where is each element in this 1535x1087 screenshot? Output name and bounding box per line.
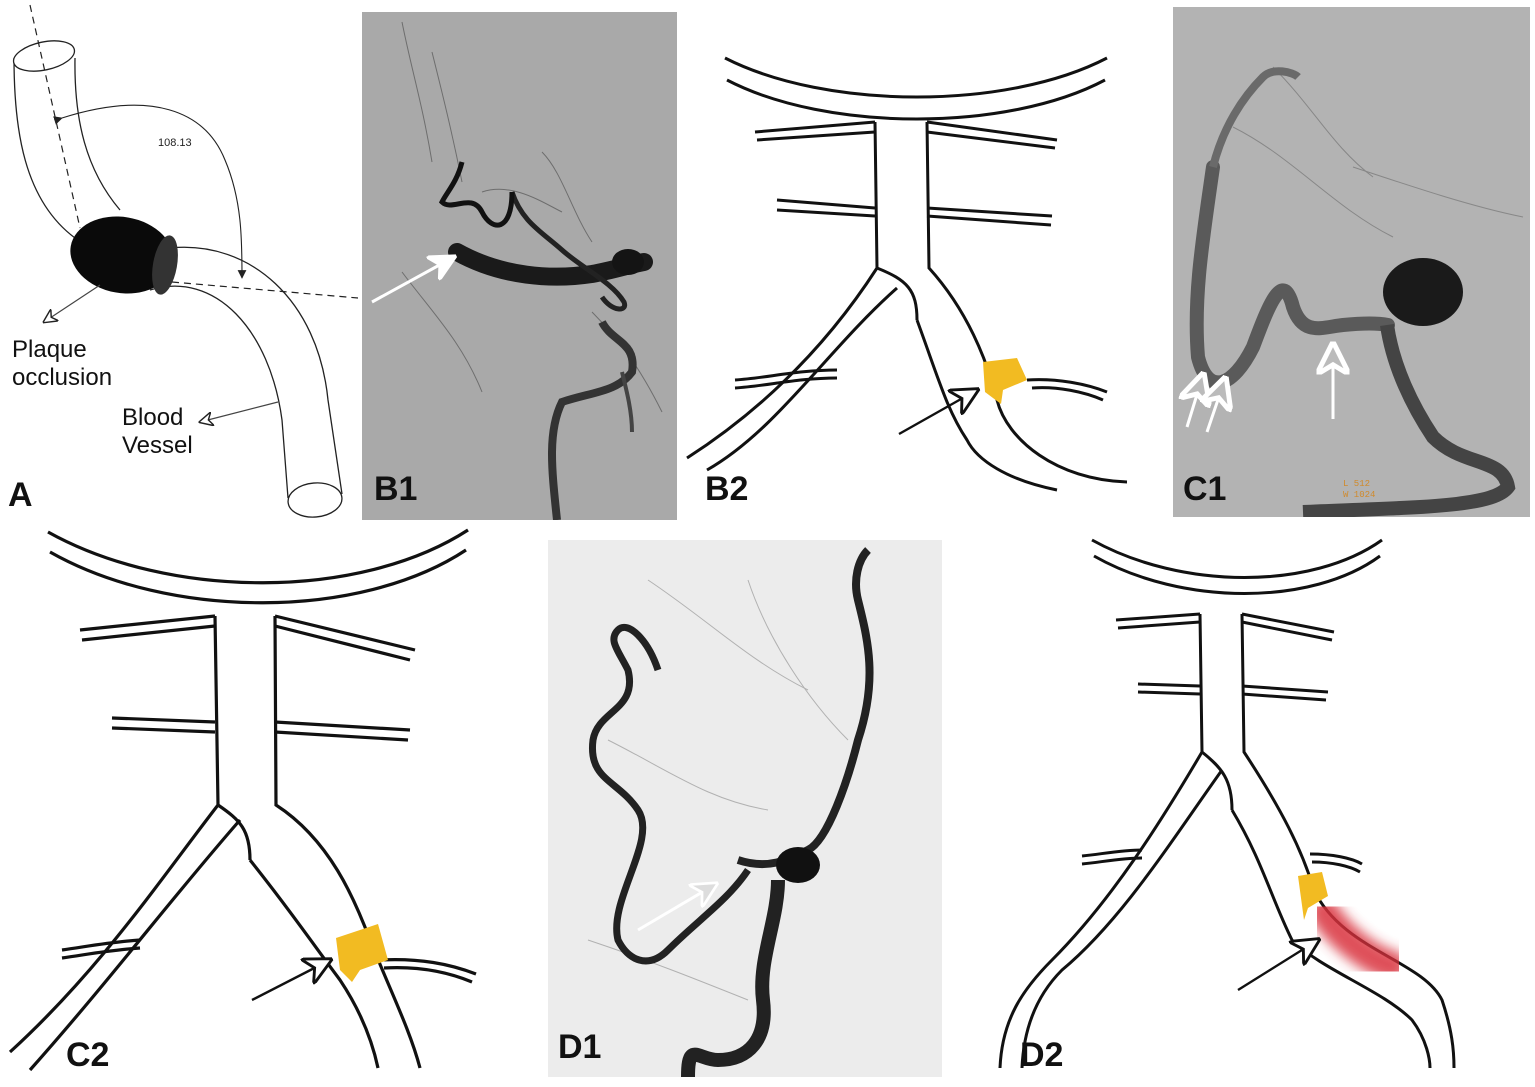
c2-pointer-arrow [251, 960, 330, 1002]
scanner-readout: L 512 W 1024 [1343, 479, 1376, 500]
vessel-top-opening [12, 40, 76, 72]
panel-d1: D1 [548, 540, 942, 1077]
contrast-vessel-d1 [736, 547, 874, 869]
panel-c2: C2 [0, 520, 548, 1082]
vessel-diagram-c2 [8, 528, 477, 1072]
plaque-label: Plaque occlusion [12, 336, 113, 391]
vessel-schematic [12, 4, 359, 518]
vessel-label: Blood Vessel [122, 404, 193, 459]
panel-label-d1: D1 [558, 1028, 602, 1066]
panel-label-c1: C1 [1183, 470, 1227, 508]
recanalized-segment [1309, 897, 1407, 981]
d2-pointer-arrow [1237, 940, 1318, 992]
panel-c1: L 512 W 1024 C1 [1173, 7, 1530, 517]
contrast-vessel-c1 [1189, 160, 1395, 390]
angle-value: 108.13 [156, 137, 194, 149]
panel-label-a: A [8, 476, 33, 514]
panel-label-b1: B1 [374, 470, 418, 508]
angiogram-c1 [1173, 66, 1524, 517]
upper-vessel-wall [13, 57, 76, 239]
panel-b1: B1 [362, 12, 677, 520]
vessel-diagram-d2 [998, 538, 1456, 1069]
angle-arc [53, 104, 247, 279]
panel-label-b2: B2 [705, 470, 749, 508]
panel-d2: D2 [942, 520, 1535, 1082]
panel-label-d2: D2 [1020, 1036, 1064, 1074]
angiogram-d1 [587, 547, 874, 1077]
axis-dashed-upper [29, 4, 81, 229]
occlusion-marker-c2 [336, 924, 388, 982]
vessel-diagram-b2 [686, 56, 1128, 492]
b1-pointer-arrow [371, 257, 454, 304]
panel-label-c2: C2 [66, 1036, 110, 1074]
lower-vessel-wall [149, 285, 289, 499]
b2-pointer-arrow [898, 390, 977, 436]
occlusion-marker-b2 [983, 358, 1027, 404]
d1-pointer-arrow [637, 884, 716, 932]
occlusion-marker-d2 [1298, 872, 1328, 920]
vessel-bottom-opening [287, 482, 343, 518]
panel-b2: B2 [677, 40, 1173, 520]
vessel-pointer-arrow [200, 401, 279, 422]
angiogram-b1 [371, 21, 663, 520]
panel-a: 108.13 Plaque occlusion Blood Vessel A [0, 0, 362, 520]
plaque-pointer-arrow [44, 284, 101, 322]
